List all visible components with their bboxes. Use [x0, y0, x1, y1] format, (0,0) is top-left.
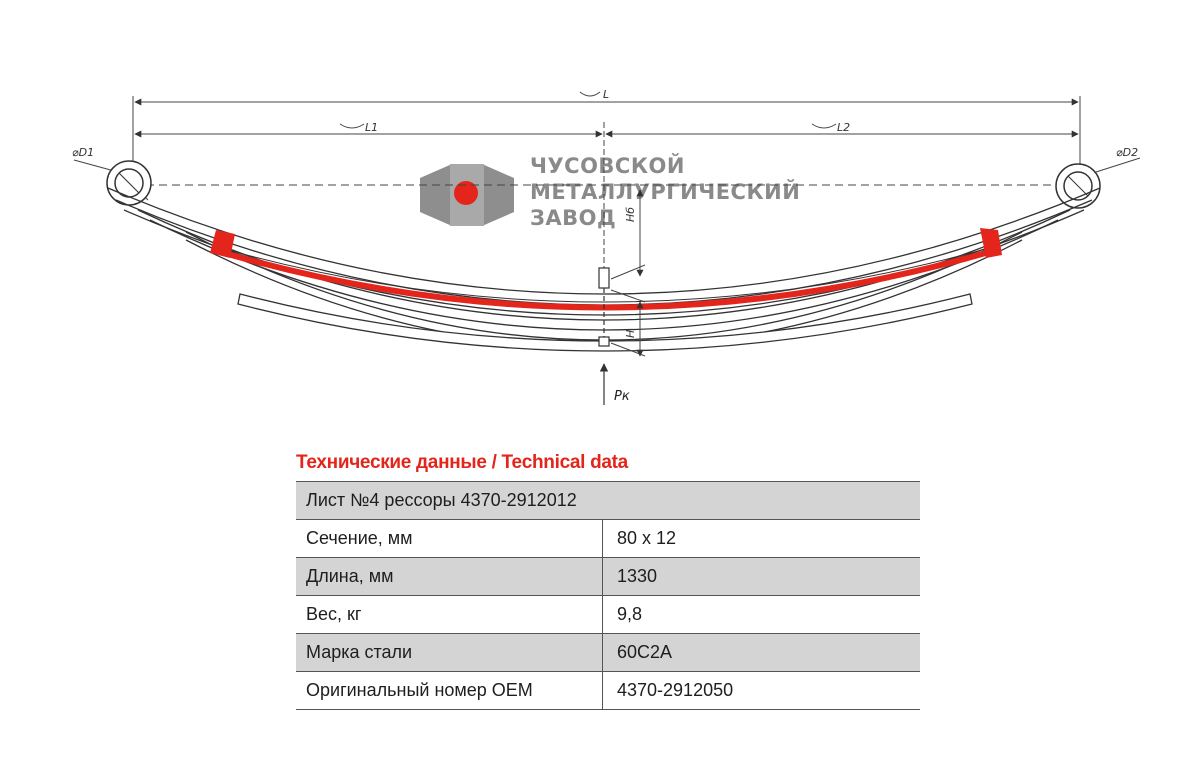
spec-row: Сечение, мм 80 x 12 [296, 519, 920, 558]
spring-eye-right [1055, 163, 1101, 209]
spec-title: Технические данные / Technical data [296, 452, 628, 473]
spec-value: 1330 [602, 557, 920, 596]
spec-label: Длина, мм [296, 557, 603, 596]
spring-eye-left [106, 160, 152, 206]
spec-value: 9,8 [602, 595, 920, 634]
spec-label: Оригинальный номер OEM [296, 671, 603, 710]
spec-value: 80 x 12 [602, 519, 920, 558]
dimension-lines [132, 91, 1081, 290]
spec-row: Оригинальный номер OEM 4370-2912050 [296, 671, 920, 710]
spec-value: 60С2А [602, 633, 920, 672]
length-right-label: L2 [837, 121, 850, 134]
height-free-label: Hб [624, 207, 637, 222]
spec-row: Вес, кг 9,8 [296, 595, 920, 634]
eye-left-label: ⌀D1 [72, 146, 94, 159]
bottom-leaf [237, 293, 973, 352]
height-load-label: H [624, 330, 637, 338]
height-dims [610, 189, 646, 357]
length-left-label: L1 [365, 121, 378, 134]
spec-label: Сечение, мм [296, 519, 603, 558]
spec-label: Марка стали [296, 633, 603, 672]
logo-line-3: ЗАВОД [530, 206, 616, 230]
logo-line-1: ЧУСОВСКОЙ [530, 153, 685, 178]
company-logo: ЧУСОВСКОЙ МЕТАЛЛУРГИЧЕСКИЙ ЗАВОД [420, 153, 800, 230]
eye-right-label: ⌀D2 [1116, 146, 1138, 159]
spec-row: Длина, мм 1330 [296, 557, 920, 596]
spec-label: Вес, кг [296, 595, 603, 634]
spec-header-cell: Лист №4 рессоры 4370-2912012 [296, 481, 920, 520]
leaf-spring-drawing: ЧУСОВСКОЙ МЕТАЛЛУРГИЧЕСКИЙ ЗАВОД L L1 L2… [72, 88, 1141, 405]
load-label: Pк [614, 389, 630, 404]
spec-header-row: Лист №4 рессоры 4370-2912012 [296, 481, 920, 520]
spec-value: 4370-2912050 [602, 671, 920, 710]
spec-row: Марка стали 60С2А [296, 633, 920, 672]
spec-table: Лист №4 рессоры 4370-2912012 Сечение, мм… [296, 481, 920, 710]
logo-mark-icon [420, 164, 514, 226]
center-bolt [598, 267, 610, 347]
logo-line-2: МЕТАЛЛУРГИЧЕСКИЙ [530, 179, 800, 204]
length-total-label: L [603, 88, 609, 101]
